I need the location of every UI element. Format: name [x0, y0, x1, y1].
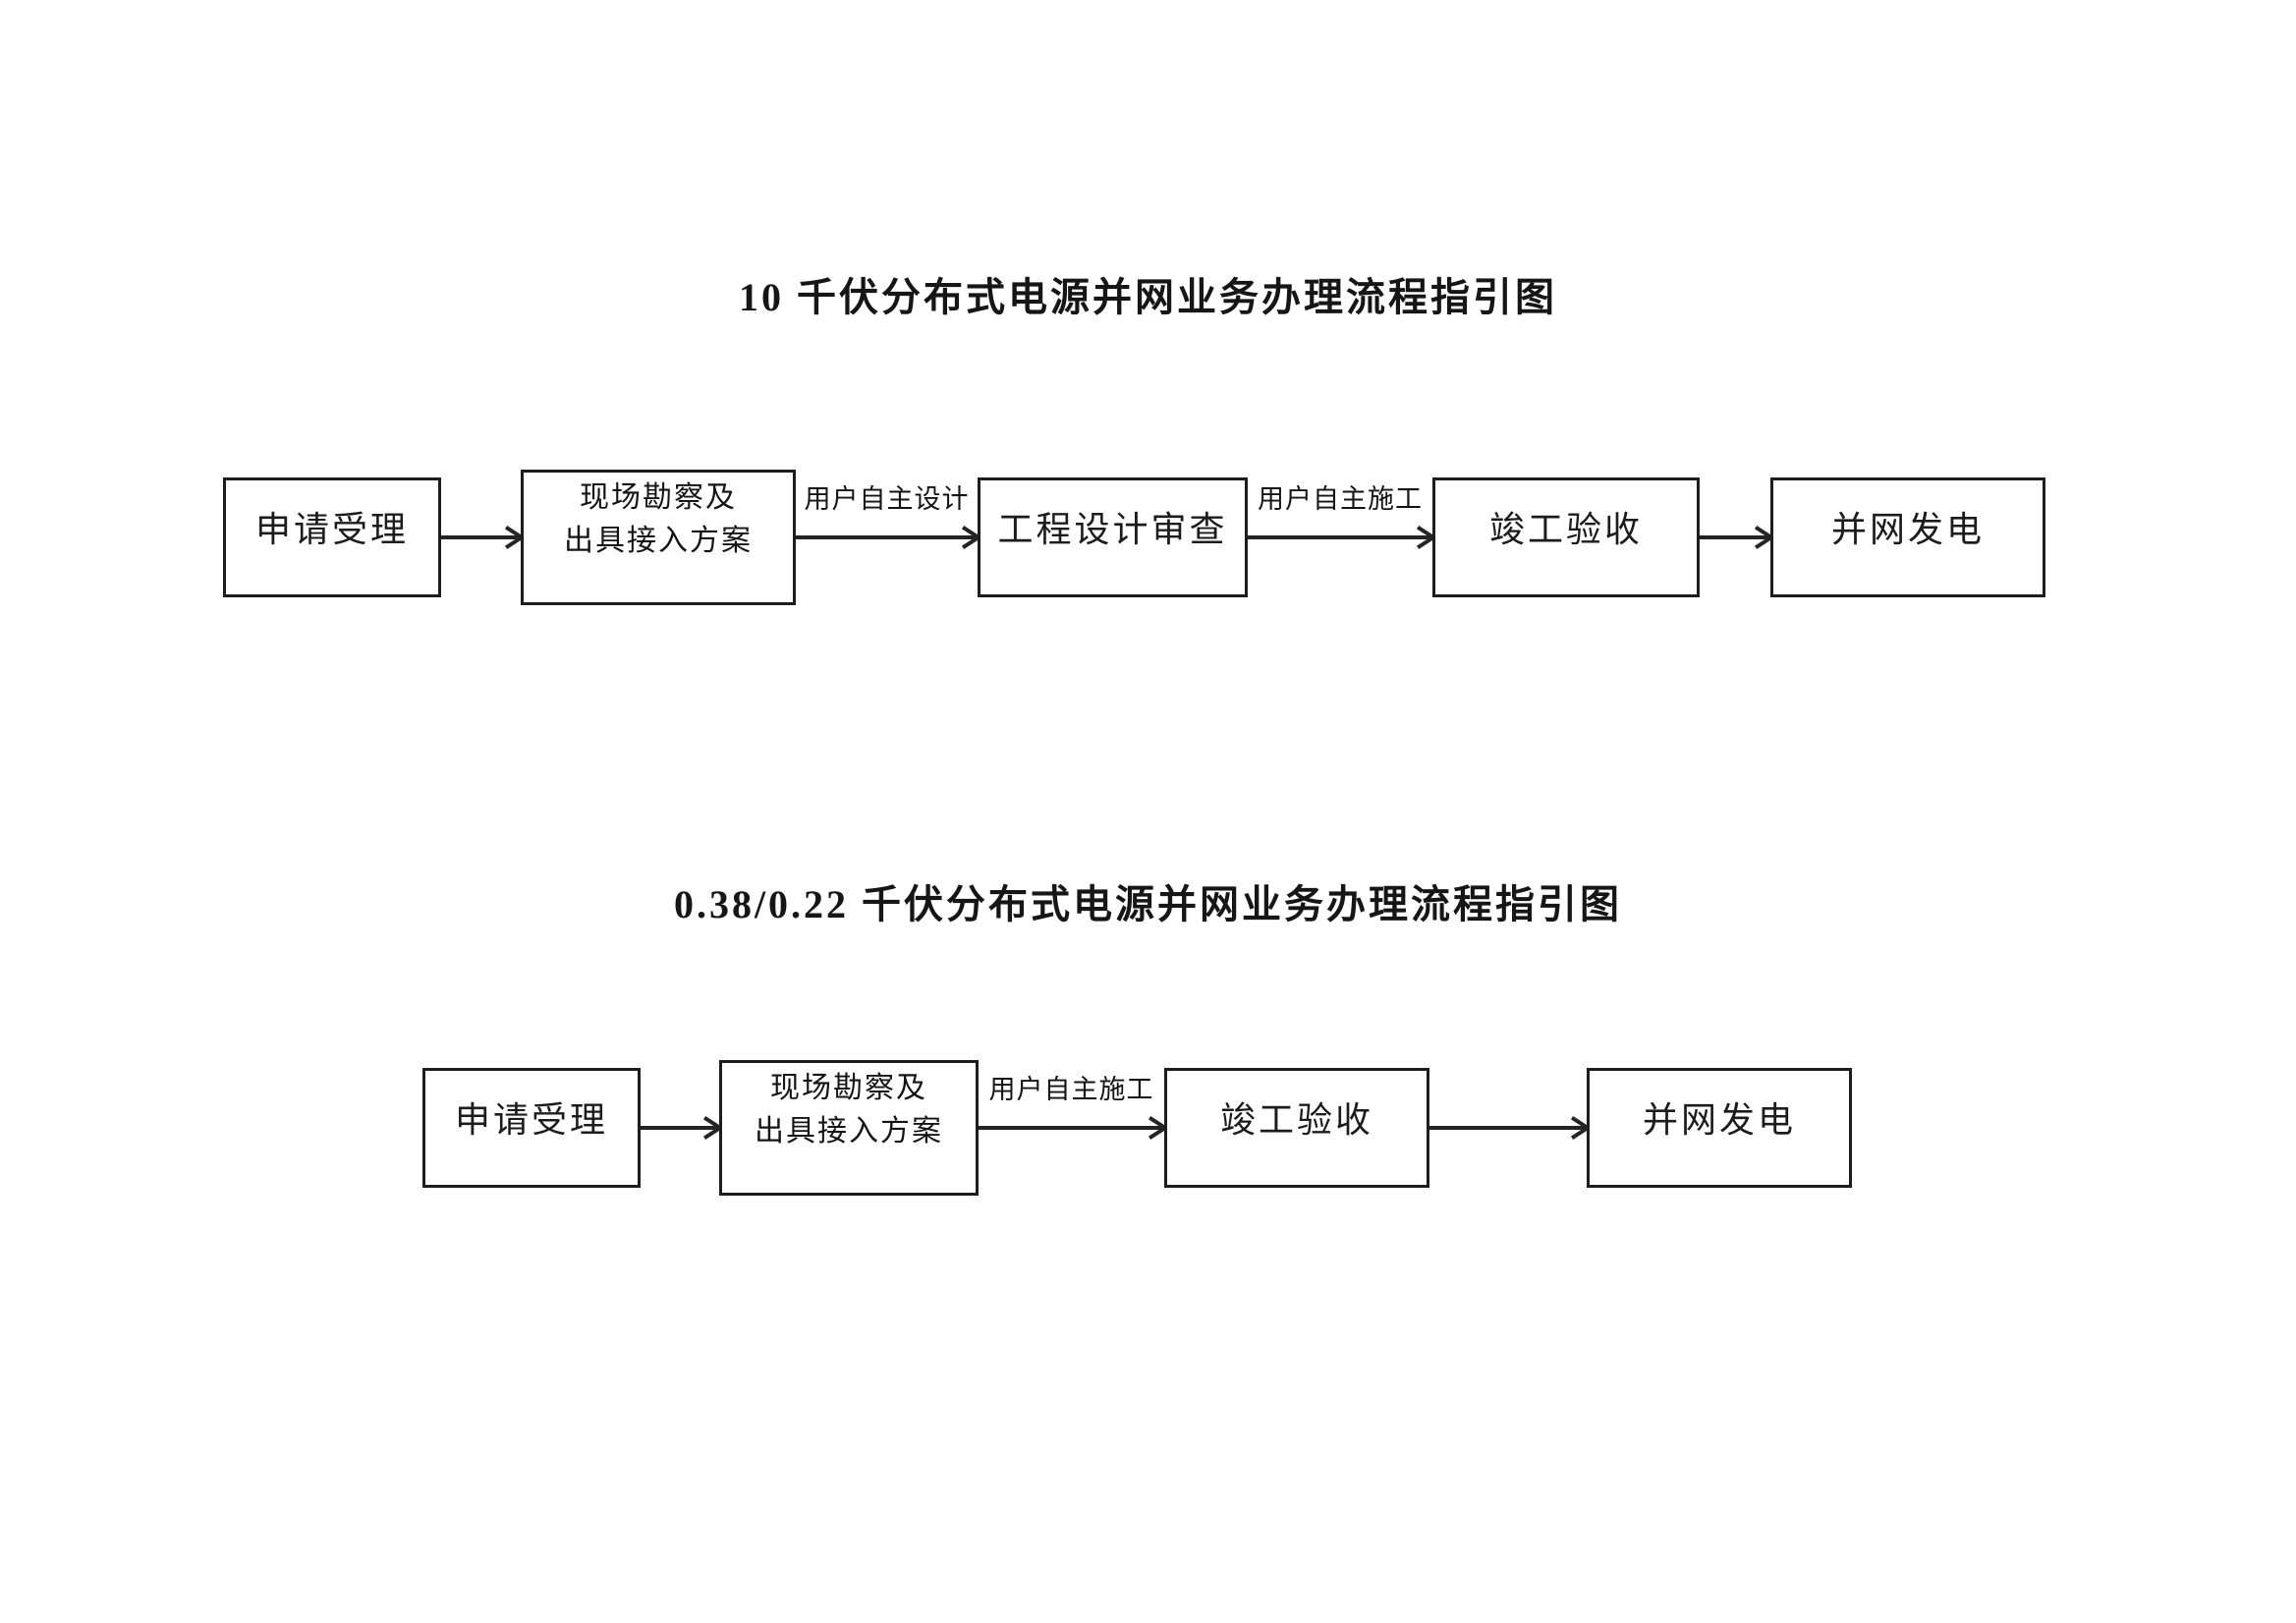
flow2-arrow-3-icon	[1429, 1126, 1587, 1130]
flow1-arrow-4-icon	[1700, 535, 1770, 539]
flow1-node-application-acceptance: 申请受理	[223, 477, 441, 597]
flow2-node-completion-acceptance: 竣工验收	[1164, 1068, 1429, 1188]
node-label-line1: 现场勘察及	[580, 481, 737, 514]
flow2-node-site-survey-access-plan: 现场勘察及 出具接入方案	[719, 1060, 979, 1196]
flow1-node-design-review: 工程设计审查	[978, 477, 1248, 597]
flow2-edge-label-user-self-construction: 用户自主施工	[988, 1075, 1154, 1104]
node-label-line2: 出具接入方案	[564, 525, 753, 557]
node-label-line2: 出具接入方案	[755, 1115, 943, 1147]
flow2-arrow-1-icon	[641, 1126, 719, 1130]
flow1-edge-label-user-self-design: 用户自主设计	[804, 484, 970, 514]
flow1-arrow-2-icon	[796, 535, 978, 539]
node-label: 并网发电	[1830, 510, 1985, 549]
flow2-arrow-2-icon	[979, 1126, 1164, 1130]
node-label: 申请受理	[454, 1100, 608, 1140]
flow1-node-site-survey-access-plan: 现场勘察及 出具接入方案	[521, 470, 796, 605]
node-label-line1: 现场勘察及	[770, 1072, 927, 1104]
node-label: 并网发电	[1642, 1100, 1796, 1140]
flow1-arrow-1-icon	[441, 535, 521, 539]
node-label: 工程设计审查	[997, 510, 1228, 549]
flow1-node-completion-acceptance: 竣工验收	[1432, 477, 1700, 597]
node-label: 竣工验收	[1488, 510, 1643, 549]
diagram2-title: 0.38/0.22 千伏分布式电源并网业务办理流程指引图	[673, 882, 1623, 926]
flow1-node-grid-connected-generation: 并网发电	[1770, 477, 2045, 597]
node-label: 竣工验收	[1219, 1100, 1373, 1140]
diagram1-title: 10 千伏分布式电源并网业务办理流程指引图	[739, 275, 1557, 319]
flow2-node-application-acceptance: 申请受理	[422, 1068, 641, 1188]
flow2-node-grid-connected-generation: 并网发电	[1587, 1068, 1852, 1188]
flow1-arrow-3-icon	[1248, 535, 1432, 539]
node-label: 申请受理	[254, 510, 409, 549]
flow1-edge-label-user-self-construction: 用户自主施工	[1258, 484, 1423, 514]
